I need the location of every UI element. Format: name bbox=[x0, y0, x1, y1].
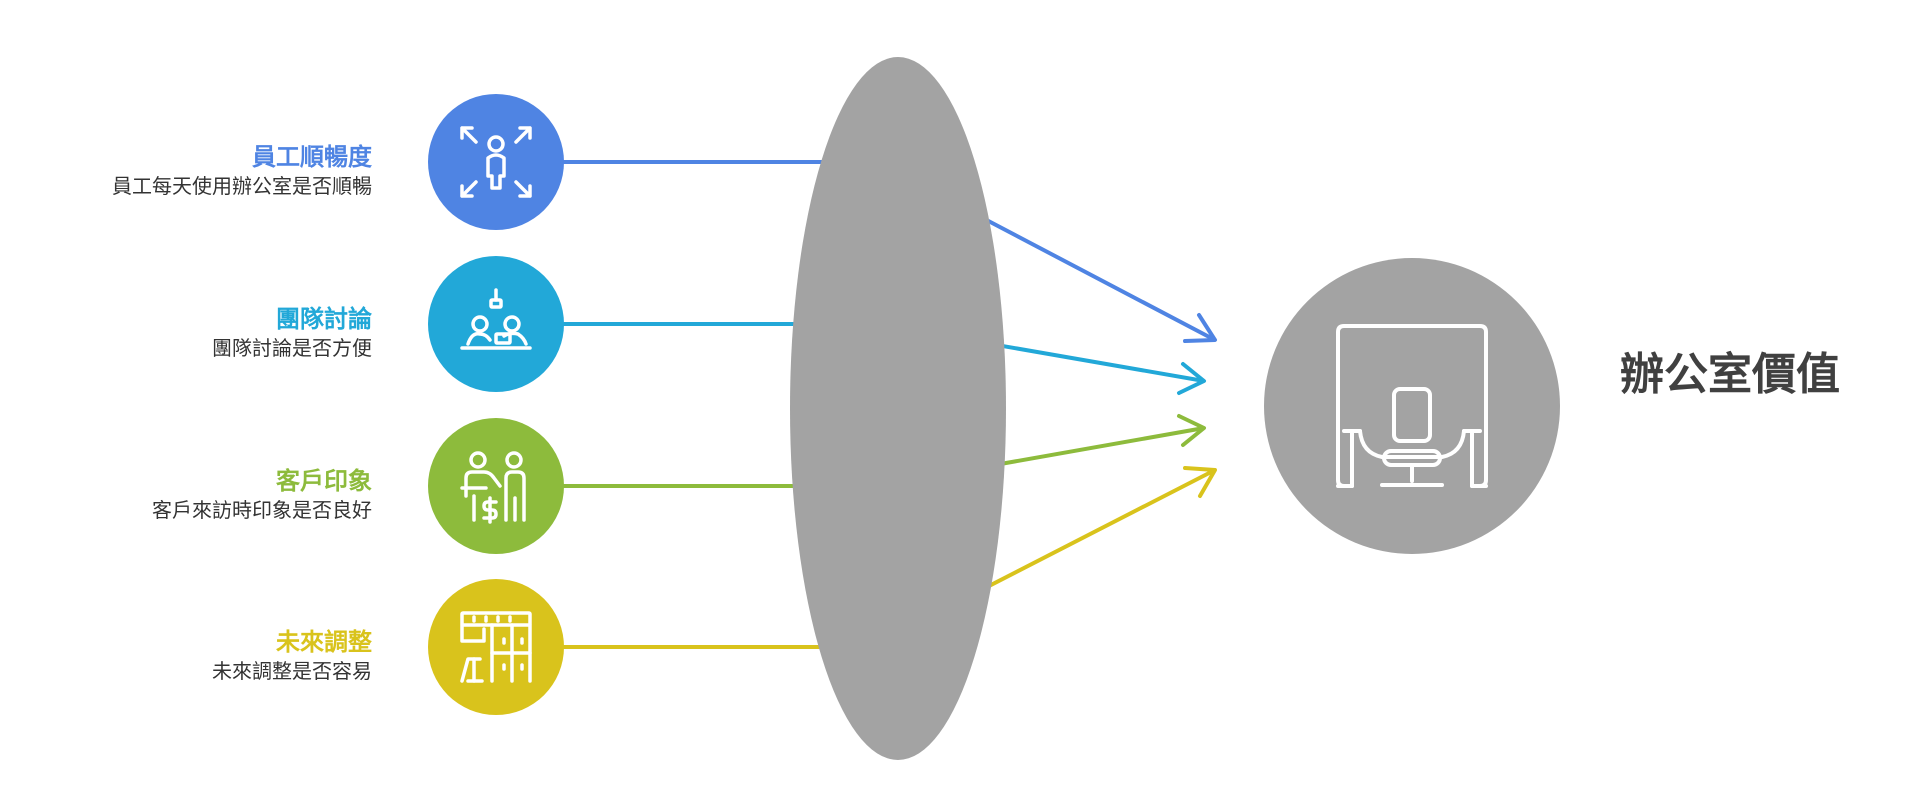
target-circle-office-value bbox=[1264, 258, 1560, 554]
arrowhead-team-discussion bbox=[1177, 362, 1206, 395]
factor-description: 團隊討論是否方便 bbox=[212, 336, 372, 360]
target-title: 辦公室價值 bbox=[1620, 349, 1840, 400]
factor-label-client-impression: 客戶印象 客戶來訪時印象是否良好 bbox=[0, 466, 372, 524]
arrowhead-client-impression bbox=[1177, 414, 1206, 447]
factor-label-employee-flow: 員工順暢度 員工每天使用辦公室是否順暢 bbox=[0, 142, 372, 200]
person-arrows-icon bbox=[460, 126, 532, 198]
arrowhead-employee-flow bbox=[1183, 313, 1217, 343]
factor-label-future-adjustment: 未來調整 未來調整是否容易 bbox=[0, 627, 372, 685]
factor-title: 客戶印象 bbox=[276, 467, 372, 495]
lens-shape bbox=[790, 57, 1006, 760]
factor-circle-client-impression bbox=[428, 418, 564, 554]
factor-description: 客戶來訪時印象是否良好 bbox=[152, 498, 372, 522]
factor-description: 未來調整是否容易 bbox=[212, 659, 372, 683]
factor-circle-employee-flow bbox=[428, 94, 564, 230]
factor-title: 團隊討論 bbox=[276, 305, 372, 333]
arrowhead-future-adjustment bbox=[1183, 466, 1217, 498]
factor-title: 員工順暢度 bbox=[252, 143, 372, 171]
factor-description: 員工每天使用辦公室是否順暢 bbox=[112, 174, 372, 198]
client-handshake-icon bbox=[460, 451, 526, 524]
factor-title: 未來調整 bbox=[276, 628, 372, 656]
factor-label-team-discussion: 團隊討論 團隊討論是否方便 bbox=[0, 304, 372, 362]
factor-circle-future-adjustment bbox=[428, 579, 564, 715]
factor-circle-team-discussion bbox=[428, 256, 564, 392]
team-meeting-icon bbox=[460, 288, 532, 350]
office-layout-icon bbox=[460, 611, 532, 683]
office-chair-icon bbox=[1336, 324, 1488, 488]
